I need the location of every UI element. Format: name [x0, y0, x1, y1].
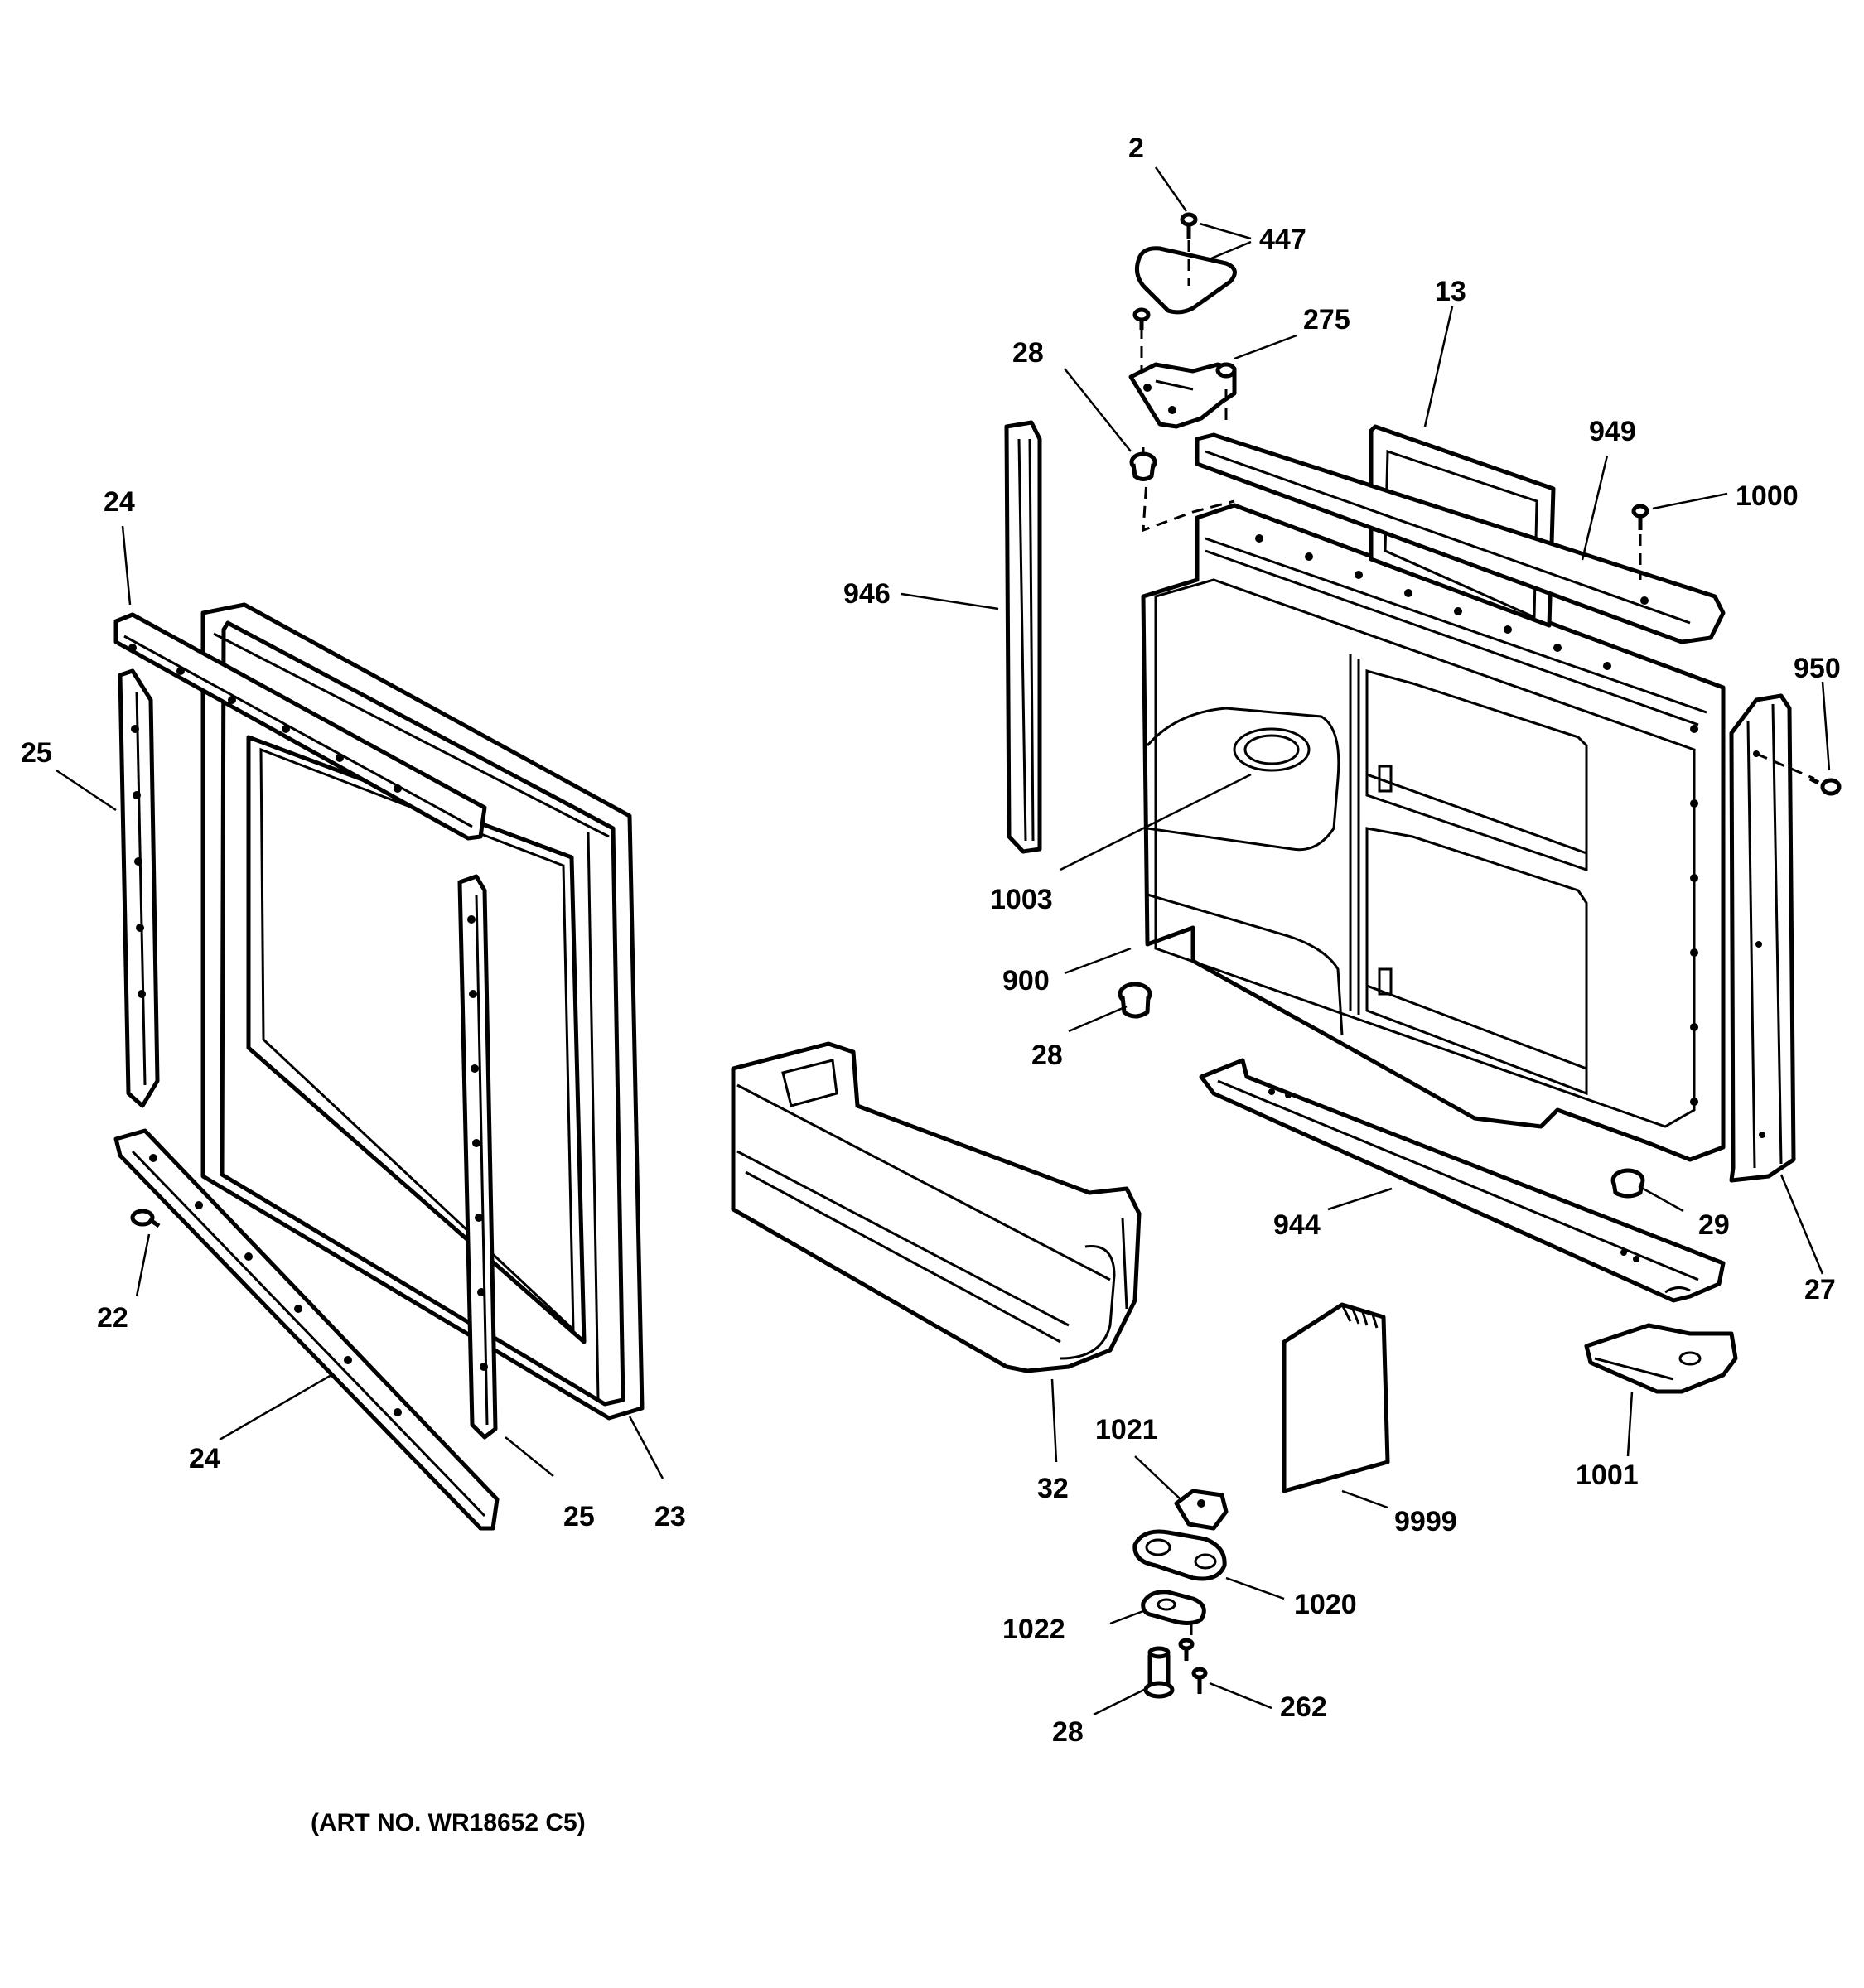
right-channel-part-27 [1729, 693, 1796, 1183]
callout-25-left: 25 [21, 737, 52, 769]
callout-1022: 1022 [1002, 1614, 1065, 1645]
bushing-part-29 [1610, 1168, 1645, 1199]
screw-part-950 [1755, 752, 1842, 796]
callout-900: 900 [1002, 965, 1050, 996]
right-trim-strip-part-25 [457, 874, 498, 1440]
callout-1020: 1020 [1294, 1589, 1357, 1620]
bushing-part-28-top [1129, 451, 1157, 481]
callout-1001: 1001 [1576, 1460, 1639, 1491]
hinge-plate-part-1020 [1132, 1529, 1227, 1581]
callout-25-bottom: 25 [563, 1501, 595, 1532]
left-trim-strip-part-25 [118, 668, 160, 1108]
callout-28-bottom: 28 [1052, 1716, 1084, 1748]
callout-29: 29 [1698, 1209, 1730, 1241]
callout-447: 447 [1259, 224, 1306, 255]
callout-2: 2 [1128, 133, 1144, 164]
bearing-part-1021 [1174, 1489, 1229, 1531]
callout-13: 13 [1435, 276, 1466, 307]
callout-275: 275 [1303, 304, 1350, 335]
callout-28-middle: 28 [1031, 1040, 1063, 1071]
callout-1003: 1003 [990, 884, 1053, 915]
top-trim-strip-part-24 [113, 612, 487, 841]
door-bin-part-32 [731, 1041, 1142, 1373]
callout-9999: 9999 [1394, 1506, 1457, 1537]
hinge-pin-part-28-bottom [1143, 1646, 1175, 1699]
callout-946: 946 [843, 578, 891, 610]
bottom-rail-part-944 [1199, 1058, 1726, 1303]
callout-23: 23 [654, 1501, 686, 1532]
hinge-bracket-part-275 [1128, 327, 1237, 429]
callout-22: 22 [97, 1302, 128, 1334]
callout-32: 32 [1037, 1473, 1069, 1504]
art-number: (ART NO. WR18652 C5) [311, 1809, 586, 1836]
gasket-part-946 [1004, 420, 1042, 854]
hinge-block-part-1001 [1584, 1323, 1738, 1394]
callout-949: 949 [1589, 416, 1636, 447]
screws-part-262 [1178, 1624, 1208, 1694]
door-liner-part-900 [1141, 503, 1726, 1162]
callout-1000: 1000 [1736, 480, 1799, 512]
screw-part-2 [1180, 212, 1198, 239]
door-frame-part-23 [200, 602, 645, 1421]
screw-part-1000 [1631, 504, 1649, 580]
bottom-trim-strip-part-24 [113, 1128, 500, 1531]
bushing-part-28-middle [1118, 982, 1152, 1019]
top-cap-part-949 [1195, 432, 1726, 644]
callout-28-top: 28 [1012, 337, 1044, 369]
literature-part-9999 [1282, 1302, 1390, 1493]
callout-944: 944 [1273, 1209, 1321, 1241]
callout-labels: 2 447 275 13 28 949 1000 24 946 950 25 1… [21, 133, 1841, 1748]
callout-24-bottom: 24 [189, 1443, 220, 1474]
leader-lines [56, 166, 1831, 1716]
callout-24-top: 24 [104, 486, 135, 518]
screw-part-22 [130, 1209, 161, 1228]
callout-27: 27 [1804, 1274, 1836, 1305]
callout-950: 950 [1794, 653, 1841, 684]
hinge-cover-part-447 [1134, 240, 1237, 315]
shim-part-1022 [1141, 1590, 1206, 1625]
screw-hinge-bracket [1132, 307, 1151, 330]
callout-262: 262 [1280, 1691, 1327, 1723]
callout-1021: 1021 [1095, 1414, 1158, 1445]
